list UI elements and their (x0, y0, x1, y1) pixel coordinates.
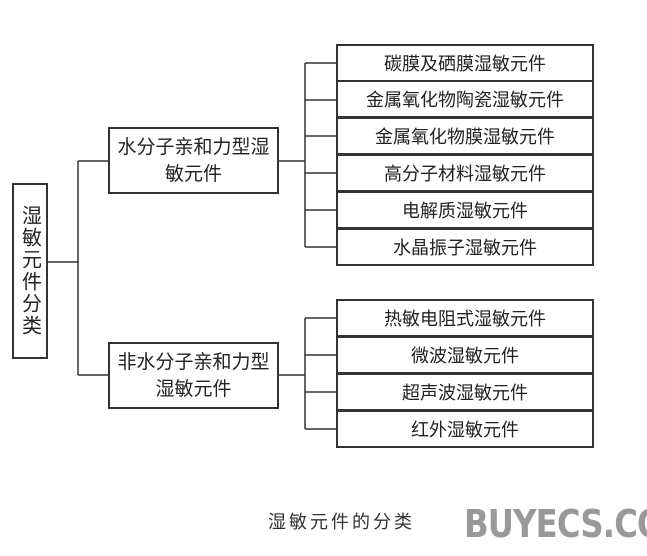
branch-node-non-water-affinity: 非水分子亲和力型湿敏元件 (108, 342, 279, 409)
leaf-node: 金属氧化物陶瓷湿敏元件 (336, 80, 594, 118)
leaf-node: 水晶振子湿敏元件 (336, 228, 594, 266)
leaf-node: 红外湿敏元件 (336, 410, 594, 448)
leaf-node: 金属氧化物膜湿敏元件 (336, 117, 594, 155)
leaf-node: 超声波湿敏元件 (336, 373, 594, 411)
figure-caption: 湿敏元件的分类 (268, 512, 415, 533)
branch-node-water-affinity: 水分子亲和力型湿敏元件 (108, 127, 279, 194)
leaf-node: 热敏电阻式湿敏元件 (336, 299, 594, 337)
root-connector (48, 160, 108, 376)
leaf-node: 微波湿敏元件 (336, 336, 594, 374)
watermark-logo: BUYECS.COM (464, 502, 647, 546)
leaf-node: 电解质湿敏元件 (336, 191, 594, 229)
branch1-connector (279, 62, 336, 248)
root-node: 湿敏元件分类 (12, 183, 48, 359)
leaf-node: 碳膜及硒膜湿敏元件 (336, 44, 594, 82)
branch2-connector (279, 317, 336, 430)
leaf-node: 高分子材料湿敏元件 (336, 154, 594, 192)
